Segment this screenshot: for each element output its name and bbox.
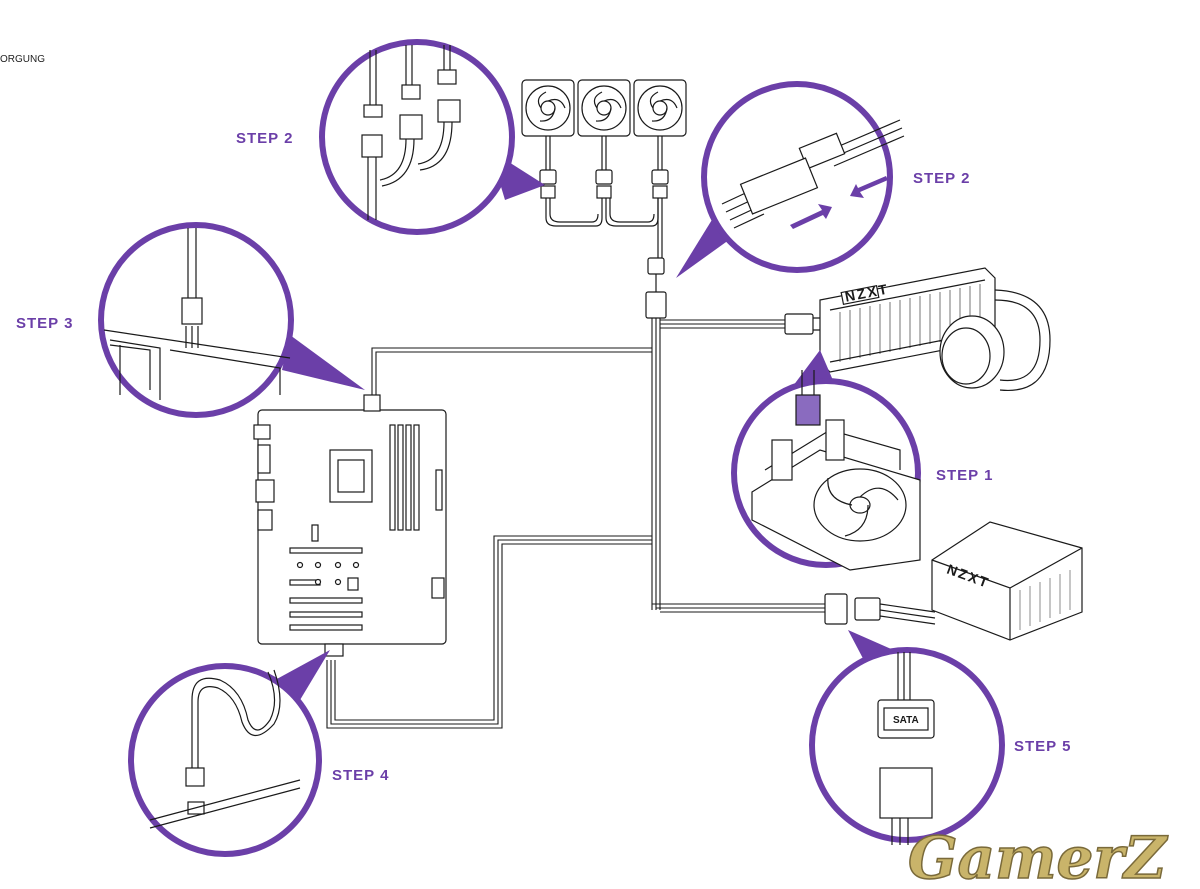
arrow-left-icon	[850, 176, 888, 198]
step4-label: STEP 4	[332, 767, 389, 784]
cable-bundle	[326, 318, 825, 729]
step1-label: STEP 1	[936, 467, 993, 484]
fan-1	[521, 79, 575, 137]
step5-label: STEP 5	[1014, 738, 1071, 755]
power-supply: NZXT	[824, 521, 1083, 641]
sata-label: SATA	[893, 715, 919, 726]
step2-connector-label: STEP 2	[913, 170, 970, 187]
fan-array	[521, 79, 687, 258]
step2-fans-label: STEP 2	[236, 130, 293, 147]
watermark-logo: GamerZ	[908, 824, 1169, 889]
zoom-callout-step4	[128, 650, 330, 857]
arrow-right-icon	[790, 204, 832, 229]
fan-2	[577, 79, 631, 137]
step3-label: STEP 3	[16, 315, 73, 332]
zoom-callout-step3	[98, 222, 365, 418]
corner-text: ORGUNG	[0, 54, 45, 65]
fan-3	[633, 79, 687, 137]
motherboard	[253, 394, 447, 657]
aio-cooler: NZXT	[784, 267, 1051, 391]
zoom-callout-step5: SATA	[809, 630, 1005, 845]
hub-connector	[645, 257, 667, 319]
zoom-callout-step2-fans	[319, 39, 545, 235]
zoom-callout-step2-connector	[676, 81, 905, 278]
zoom-callout-step1	[731, 350, 921, 571]
